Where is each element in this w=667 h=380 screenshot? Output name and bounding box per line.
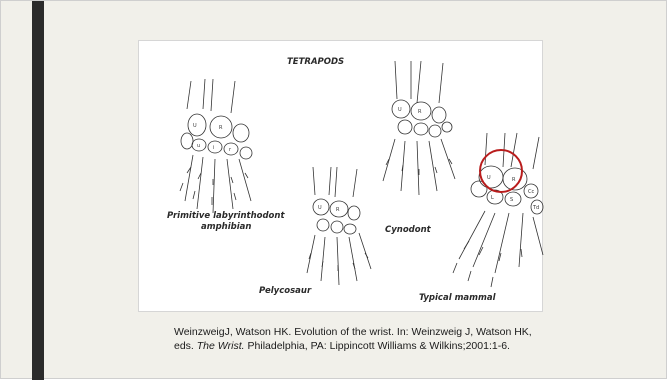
- cynodont-skeleton: [383, 61, 455, 195]
- amphibian-skeleton: [180, 79, 252, 213]
- mammal-skeleton: [453, 133, 543, 287]
- citation-caption: WeinzweigJ, Watson HK. Evolution of the …: [174, 325, 614, 353]
- label-amphibian-line1: Primitive labyrinthodont: [167, 211, 285, 221]
- svg-text:Cc: Cc: [528, 189, 534, 195]
- label-cynodont: Cynodont: [385, 225, 431, 235]
- svg-text:u: u: [197, 143, 200, 149]
- label-amphibian-line2: amphibian: [201, 222, 251, 232]
- accent-bar: [32, 1, 44, 380]
- caption-line-1: WeinzweigJ, Watson HK. Evolution of the …: [174, 325, 614, 339]
- svg-text:r: r: [229, 147, 232, 153]
- label-typical-mammal: Typical mammal: [419, 293, 496, 303]
- label-pelycosaur: Pelycosaur: [259, 286, 311, 296]
- svg-text:U: U: [193, 123, 197, 129]
- svg-text:U: U: [487, 175, 491, 181]
- svg-text:S: S: [510, 197, 513, 203]
- svg-text:R: R: [512, 177, 516, 183]
- svg-text:R: R: [336, 207, 340, 213]
- book-title: The Wrist.: [197, 340, 245, 352]
- pelycosaur-skeleton: [307, 167, 371, 285]
- label-tetrapods: TETRAPODS: [287, 57, 344, 67]
- caption-line-2: eds. The Wrist. Philadelphia, PA: Lippin…: [174, 339, 614, 353]
- svg-text:Td: Td: [532, 205, 539, 211]
- svg-text:i: i: [213, 145, 214, 151]
- svg-text:L: L: [491, 195, 494, 201]
- svg-text:R: R: [418, 109, 422, 115]
- svg-text:U: U: [398, 107, 402, 113]
- svg-text:R: R: [219, 125, 223, 131]
- svg-text:U: U: [318, 205, 322, 211]
- caption-line-2-rest: Philadelphia, PA: Lippincott Williams & …: [245, 340, 510, 352]
- caption-line-2-prefix: eds.: [174, 340, 197, 352]
